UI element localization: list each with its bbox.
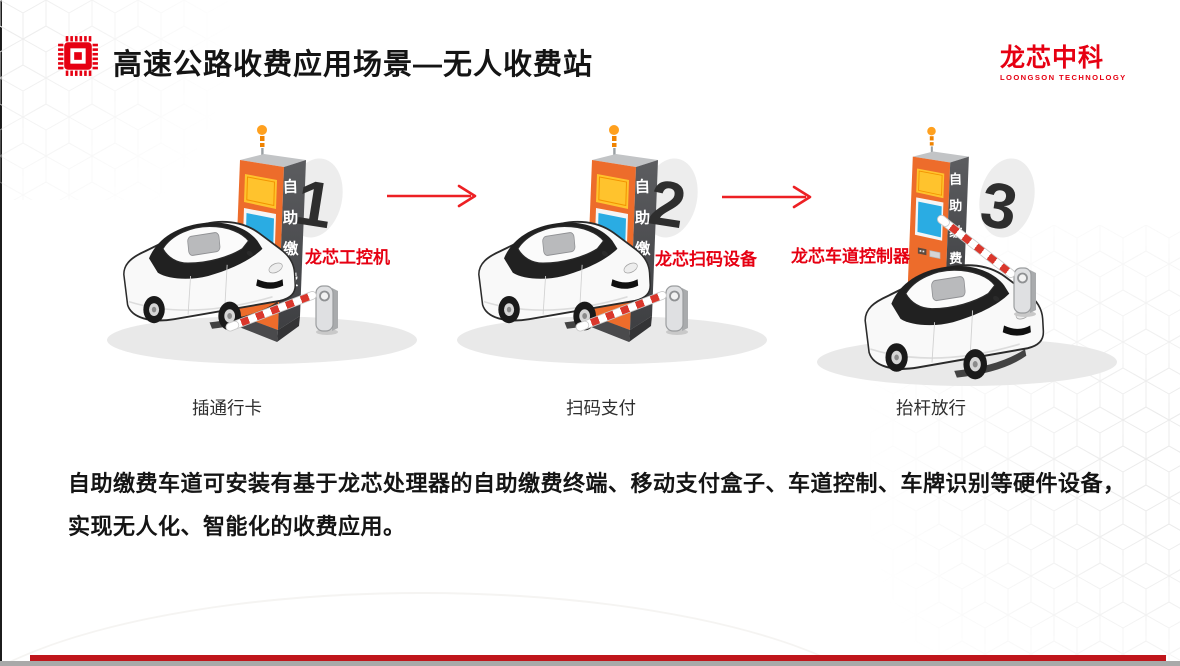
ground-shadow	[107, 316, 417, 364]
step-caption-1: 插通行卡	[192, 398, 262, 418]
device-label-lane-controller: 龙芯车道控制器	[791, 247, 910, 266]
decorative-arc	[0, 592, 914, 666]
description-line-2: 实现无人化、智能化的收费应用。	[68, 514, 406, 539]
flow-arrow-1	[387, 184, 477, 208]
barrier-post-icon	[315, 285, 339, 336]
scene-step-3: 3	[817, 126, 1117, 386]
footer-gray-strip	[0, 661, 1180, 666]
step-number-ellipse	[979, 158, 1035, 238]
footer-red-bar	[30, 655, 1166, 661]
page-title: 高速公路收费应用场景—无人收费站	[113, 49, 594, 81]
logo-name: 龙芯中科	[1000, 44, 1105, 72]
step-caption-3: 抬杆放行	[896, 398, 966, 418]
device-label-industrial-pc: 龙芯工控机	[305, 248, 390, 267]
scene-step-1: 1	[107, 124, 417, 364]
logo-subtitle: LOONGSON TECHNOLOGY	[1000, 73, 1127, 82]
slide-left-border	[0, 0, 2, 666]
flow-arrow-2	[722, 185, 812, 209]
chip-icon	[58, 36, 98, 76]
barrier-post-icon	[665, 285, 689, 336]
scene-step-2: 2	[457, 124, 767, 364]
loongson-logo: 龙芯中科 LOONGSON TECHNOLOGY	[1000, 45, 1140, 82]
barrier-post-icon	[1013, 267, 1037, 318]
ground-shadow	[457, 316, 767, 364]
step-caption-2: 扫码支付	[566, 398, 636, 418]
device-label-scan-device: 龙芯扫码设备	[655, 250, 757, 269]
description-line-1: 自助缴费车道可安装有基于龙芯处理器的自助缴费终端、移动支付盒子、车道控制、车牌识…	[68, 471, 1126, 496]
